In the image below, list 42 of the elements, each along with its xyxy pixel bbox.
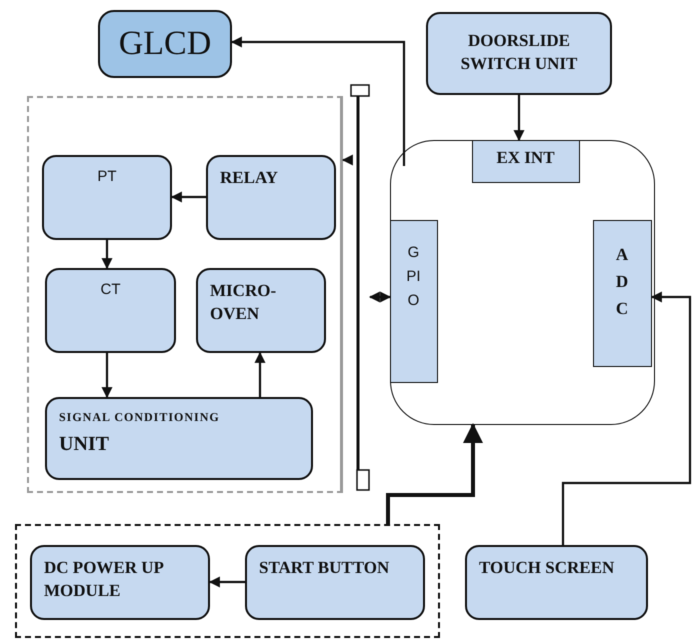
arrow bbox=[102, 240, 112, 270]
block-box bbox=[472, 140, 580, 182]
block-box bbox=[42, 155, 172, 240]
arrow bbox=[562, 292, 692, 545]
block-label: START BUTTON bbox=[259, 557, 390, 579]
controller-outline bbox=[390, 140, 655, 425]
block-label: TOUCH SCREEN bbox=[479, 557, 616, 579]
block-box bbox=[245, 545, 425, 620]
block-box bbox=[426, 12, 612, 95]
block-label: GLCD bbox=[118, 25, 212, 63]
block-box bbox=[45, 397, 313, 480]
block-label: DC POWER UP MODULE bbox=[44, 557, 164, 602]
dashed-group-box bbox=[27, 96, 343, 493]
block-box bbox=[45, 268, 176, 353]
block-label: DOORSLIDE SWITCH UNIT bbox=[460, 30, 578, 75]
arrow bbox=[208, 576, 245, 588]
display-box bbox=[98, 10, 232, 78]
arrow bbox=[102, 353, 112, 398]
arrow bbox=[254, 352, 266, 397]
block-label: MICRO-OVEN bbox=[210, 280, 278, 325]
block-label: SIGNAL CONDITIONING bbox=[59, 409, 221, 426]
dashed-group-box bbox=[15, 524, 440, 638]
block-label: CT bbox=[100, 280, 122, 300]
block-box bbox=[592, 220, 652, 366]
block-box bbox=[206, 155, 336, 240]
block-box bbox=[30, 545, 210, 620]
arrow bbox=[342, 154, 353, 166]
block-label: EX INT bbox=[495, 146, 556, 168]
arrow bbox=[368, 292, 392, 302]
block-label: PT bbox=[96, 167, 118, 187]
block-label: GPIO bbox=[406, 242, 421, 310]
block-label: UNIT bbox=[59, 432, 110, 458]
arrow bbox=[170, 192, 206, 202]
bus-bar bbox=[350, 84, 370, 492]
block-box bbox=[390, 220, 438, 382]
arrow bbox=[514, 95, 524, 142]
block-box bbox=[465, 545, 648, 620]
block-label: ADC bbox=[614, 244, 630, 320]
block-box bbox=[196, 268, 326, 353]
arrow bbox=[230, 36, 406, 166]
arrow bbox=[386, 423, 483, 524]
block-label: RELAY bbox=[220, 167, 279, 189]
